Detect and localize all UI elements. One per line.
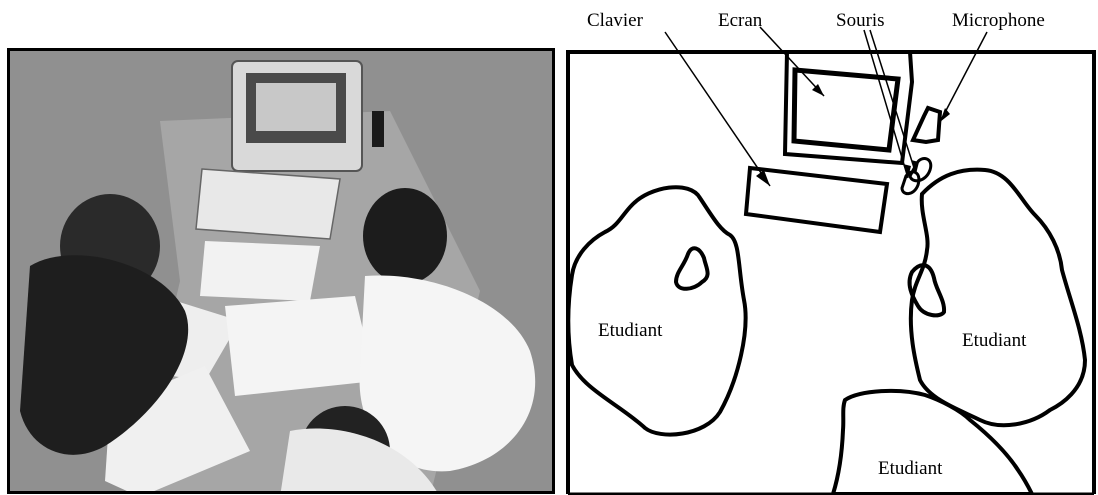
keyboard-outline: [743, 165, 890, 235]
bottom-student-outline: [830, 388, 1035, 495]
bottom-student-body: [280, 428, 437, 491]
mouse-outline-2: [900, 170, 921, 196]
microphone: [372, 111, 384, 147]
arrowhead-keyboard: [756, 170, 770, 186]
left-student-inner-outline: [673, 246, 710, 291]
pointer-screen: [759, 26, 825, 97]
mouse-outline: [908, 157, 933, 183]
microphone-outline: [910, 105, 943, 145]
label-screen: Ecran: [718, 10, 763, 31]
pointer-microphone: [939, 31, 988, 123]
label-keyboard: Clavier: [587, 10, 644, 31]
left-student-outline: [566, 185, 748, 437]
right-student-hand-outline: [907, 263, 947, 318]
overhead-photo: [10, 51, 552, 491]
left-student-body: [20, 255, 189, 455]
right-student-body: [359, 275, 536, 472]
arrowhead-mouse-1: [911, 160, 919, 174]
arrowhead-mouse-2: [903, 164, 911, 178]
arrowhead-microphone: [940, 108, 950, 122]
screen-outline: [791, 67, 901, 153]
label-student-left: Etudiant: [598, 320, 663, 341]
paper-1: [200, 241, 320, 301]
arrowhead-screen: [812, 84, 824, 96]
label-student-bottom: Etudiant: [878, 458, 943, 479]
paper-3: [225, 296, 375, 396]
monitor-outline: [782, 50, 915, 166]
right-student-outline: [908, 167, 1088, 428]
pointer-mouse-1: [869, 29, 917, 175]
keyboard: [195, 168, 341, 240]
monitor-screen-content: [256, 83, 336, 131]
pointer-mouse-2: [863, 29, 909, 179]
label-student-right: Etudiant: [962, 330, 1027, 351]
pointer-keyboard: [664, 31, 771, 187]
label-microphone: Microphone: [952, 10, 1045, 31]
label-mouse: Souris: [836, 10, 885, 31]
photo-panel: [7, 48, 555, 494]
right-student-head: [363, 188, 447, 284]
